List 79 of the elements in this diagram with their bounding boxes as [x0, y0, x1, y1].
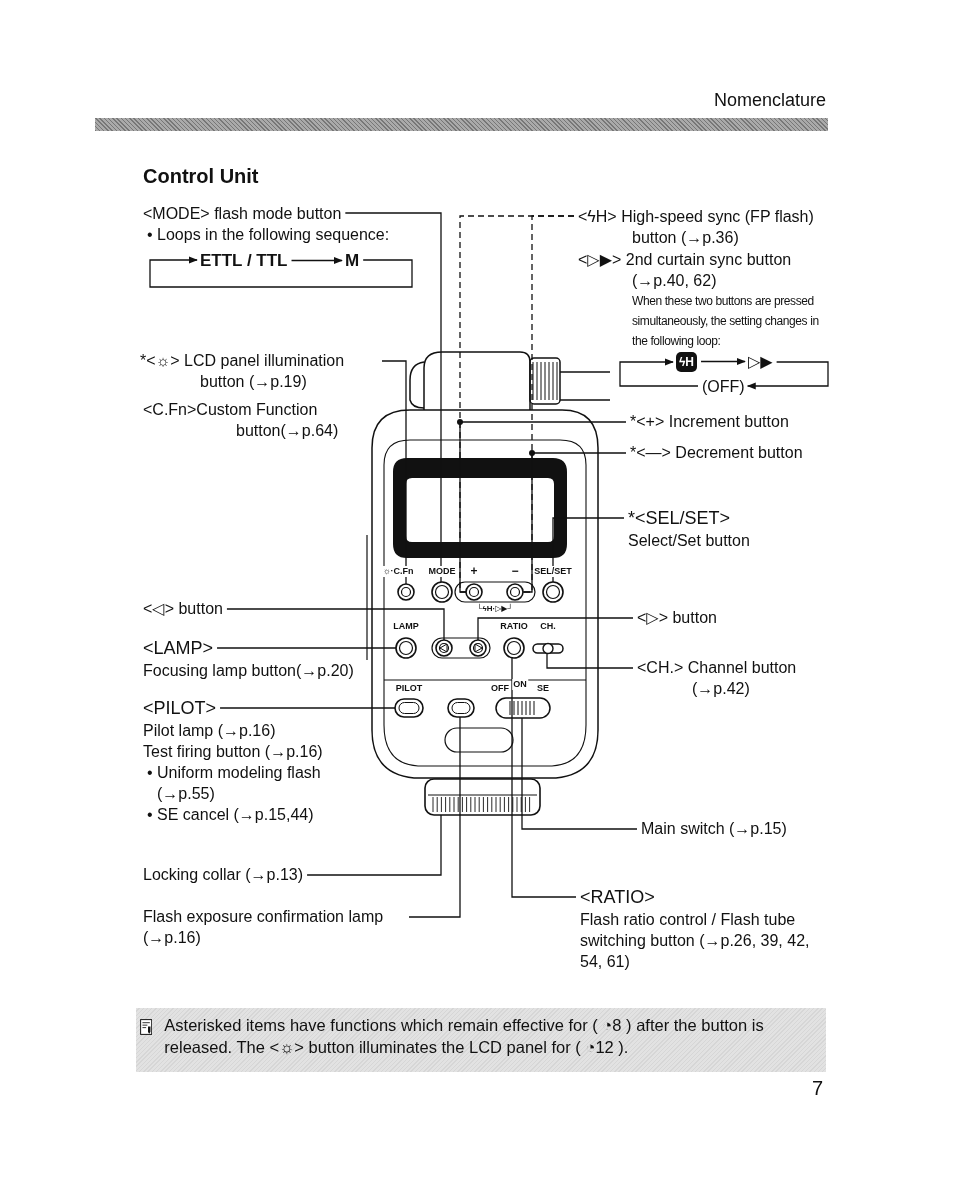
panel-label: ON	[512, 679, 528, 690]
callout-label: Locking collar (→p.13)	[143, 865, 304, 885]
second-curtain-symbol: ▷▶	[748, 352, 773, 372]
section-title: Control Unit	[143, 165, 259, 188]
leader-line	[552, 517, 625, 583]
mode-button	[431, 581, 453, 603]
callout-label: <▷▶> 2nd curtain sync button (→p.40, 62)	[578, 250, 793, 291]
callout-note: When these two buttons are pressed simultaneously, the setting changes in the following loop:	[631, 293, 820, 350]
callout-description: Focusing lamp button(→p.20)	[143, 661, 354, 681]
callout-label: <▷> button	[637, 608, 717, 628]
callout-label: Main switch (→p.15)	[641, 819, 787, 839]
leader-line	[459, 421, 627, 593]
plus-button	[465, 583, 483, 601]
right-button	[469, 639, 487, 657]
leader-line	[216, 647, 397, 649]
leader-line	[381, 360, 407, 585]
panel-label: CH.	[539, 621, 557, 632]
callout-description: • Uniform modeling flash (→p.55)	[146, 763, 322, 804]
leader-line	[477, 617, 634, 641]
note-text: Asterisked items have functions which remain effective for ( ◔8 ) after the button is released. The <☼> button illuminates the LCD panel for ( ◔12 ).	[164, 1015, 765, 1058]
callout-description: • Loops in the following sequence:	[146, 225, 390, 245]
callout-label: <CH.> Channel button (→p.42)	[637, 658, 798, 699]
leader-line	[521, 717, 638, 830]
pilot-button	[394, 698, 424, 718]
panel-label: RATIO	[499, 621, 529, 632]
loop-arrow	[290, 256, 343, 265]
mode-name: ETTL / TTL	[200, 250, 288, 271]
confirmation-lamp	[447, 698, 475, 718]
leader-line	[546, 652, 634, 669]
leader-line	[306, 814, 442, 876]
leader-line	[219, 707, 396, 709]
lcd-light-button	[397, 583, 415, 601]
callout-label: <MODE> flash mode button	[143, 204, 342, 224]
page-header: Nomenclature	[713, 90, 826, 111]
mode-name: M	[345, 250, 360, 271]
callout-label: <C.Fn>Custom Function button(→p.64)	[143, 400, 340, 441]
loop-arrow	[746, 361, 829, 390]
callout-label: <RATIO>	[580, 886, 655, 909]
panel-label: SE	[536, 683, 550, 694]
channel-switch	[532, 642, 564, 655]
select-set-button	[542, 581, 564, 603]
callout-label: Flash exposure confirmation lamp (→p.16)	[143, 907, 385, 948]
leader-line	[511, 657, 577, 898]
callout-label: <ϟH> High-speed sync (FP flash) button (→p.36)	[578, 207, 815, 248]
callout-description: Test firing button (→p.16)	[143, 742, 323, 762]
panel-label: PILOT	[394, 683, 424, 694]
callout-label: <PILOT>	[143, 697, 217, 720]
leader-line	[344, 212, 442, 583]
loop-arrow	[700, 357, 746, 366]
leader-line	[226, 608, 445, 641]
callout-label: *<☼> LCD panel illumination button (→p.19)	[140, 351, 346, 392]
callout-description: • SE cancel (→p.15,44)	[146, 805, 314, 825]
left-button	[435, 639, 453, 657]
callout-label: *<+> Increment button	[630, 412, 789, 432]
callout-label: <LAMP>	[143, 637, 214, 660]
leader-line	[522, 452, 627, 593]
locking-collar	[424, 778, 541, 816]
callout-description: Select/Set button	[628, 531, 750, 551]
panel-label: ☼·C.Fn	[381, 566, 415, 577]
lamp-button	[395, 637, 417, 659]
loop-arrow	[619, 358, 699, 387]
ratio-button	[503, 637, 525, 659]
high-speed-sync-symbol: ϟH	[676, 352, 698, 372]
callout-label: *<—> Decrement button	[630, 443, 803, 463]
panel-label: +	[469, 566, 479, 577]
leader-line	[408, 716, 461, 918]
callout-description: Flash ratio control / Flash tube switching button (→p.26, 39, 42, 54, 61)	[580, 910, 811, 972]
panel-label: SEL/SET	[533, 566, 573, 577]
callout-label: <◁> button	[143, 599, 223, 619]
panel-label: MODE	[427, 566, 457, 577]
main-switch	[495, 697, 551, 719]
minus-button	[506, 583, 524, 601]
page-number: 7	[812, 1077, 824, 1100]
callout-description: Pilot lamp (→p.16)	[143, 721, 276, 741]
panel-label: OFF	[490, 683, 510, 694]
callout-label: *<SEL/SET>	[628, 507, 731, 530]
loop-arrow	[149, 256, 413, 288]
panel-label: LAMP	[392, 621, 420, 632]
mode-name: (OFF)	[702, 377, 745, 397]
